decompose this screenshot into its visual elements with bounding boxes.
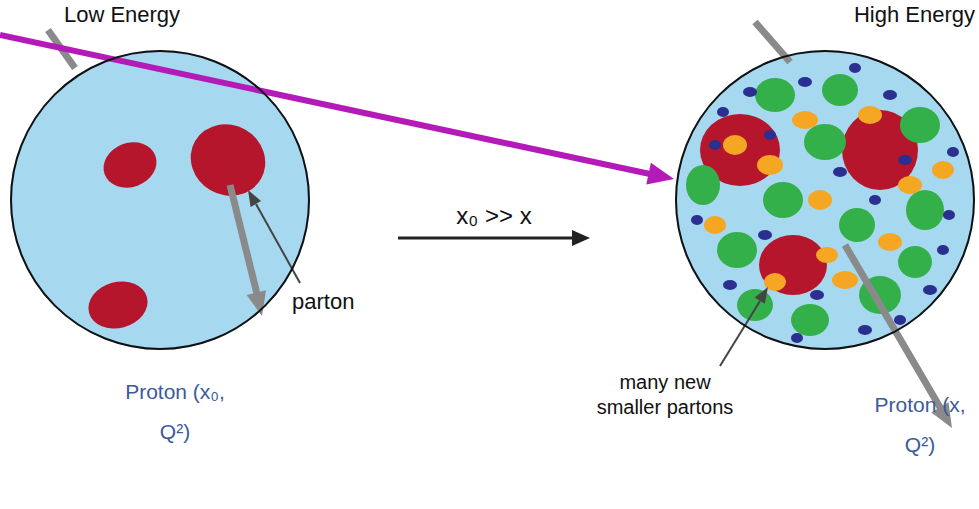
proton-outline bbox=[675, 50, 975, 350]
small-parton-cloud-part bbox=[804, 124, 846, 160]
small-parton-cloud-part bbox=[858, 106, 882, 124]
energy-heading: Low Energy bbox=[64, 2, 180, 28]
small-parton-cloud-part bbox=[883, 90, 897, 100]
small-parton-cloud-part bbox=[943, 210, 955, 220]
highlight-arrow-part bbox=[646, 163, 674, 185]
small-parton-cloud-part bbox=[757, 155, 783, 175]
small-parton-cloud-part bbox=[849, 63, 861, 73]
parton-blob-part bbox=[178, 111, 279, 210]
small-parton-cloud-part bbox=[810, 290, 824, 300]
small-parton-cloud bbox=[686, 63, 959, 428]
small-parton-cloud-part bbox=[937, 245, 949, 255]
small-parton-cloud-part bbox=[763, 182, 803, 218]
small-parton-cloud-part bbox=[898, 155, 912, 165]
small-parton-cloud-part bbox=[791, 304, 829, 336]
scattered-probe bbox=[230, 185, 266, 316]
leader-arrow-part bbox=[248, 190, 261, 207]
arrow-line bbox=[398, 237, 576, 240]
small-parton-cloud-part bbox=[845, 245, 941, 409]
small-parton-cloud-part bbox=[947, 147, 959, 157]
small-parton-cloud-part bbox=[717, 232, 757, 268]
small-parton-cloud-part bbox=[869, 195, 881, 205]
edge-label: x₀ >> x bbox=[456, 202, 531, 230]
parton-label: parton bbox=[292, 289, 354, 315]
small-parton-cloud-part bbox=[758, 230, 772, 240]
small-parton-cloud-part bbox=[898, 246, 932, 278]
proton-label: Proton (x₀, Q²) bbox=[120, 372, 230, 452]
parton-label: many new smaller partons bbox=[593, 370, 738, 420]
highlight-arrow-part bbox=[0, 35, 650, 174]
leader-arrow-part bbox=[256, 204, 300, 283]
small-parton-cloud-part bbox=[723, 280, 737, 290]
small-parton-cloud-part bbox=[822, 74, 858, 106]
proton-outline bbox=[10, 50, 310, 350]
proton-circle: High EnergyProton (x, Q²) bbox=[675, 50, 975, 350]
small-parton-cloud-part bbox=[798, 77, 812, 87]
small-parton-cloud-part bbox=[816, 247, 838, 263]
proton-disk-part bbox=[675, 50, 975, 350]
arrow-head bbox=[572, 230, 590, 246]
small-parton-cloud-part bbox=[923, 285, 937, 295]
small-parton-cloud-part bbox=[832, 271, 858, 289]
small-parton-cloud-part bbox=[764, 130, 776, 140]
proton-disk-part bbox=[10, 50, 310, 350]
small-parton-cloud-part bbox=[932, 161, 954, 179]
small-parton-cloud-part bbox=[723, 135, 747, 155]
proton-outline bbox=[676, 51, 974, 349]
small-parton-cloud-part bbox=[704, 216, 726, 234]
leader-arrow bbox=[248, 190, 768, 366]
leader-arrow-part bbox=[755, 287, 768, 304]
small-parton-cloud-part bbox=[709, 140, 721, 150]
proton-outline bbox=[11, 51, 309, 349]
scattered-probe-part bbox=[247, 290, 266, 316]
small-parton-cloud-part bbox=[737, 289, 773, 321]
small-parton-cloud-part bbox=[894, 315, 906, 325]
highlight-arrow bbox=[0, 35, 674, 184]
proton-circle: Low EnergyProton (x₀, Q²) bbox=[10, 50, 310, 350]
small-parton-cloud-part bbox=[906, 190, 944, 230]
parton-blob-part bbox=[97, 135, 163, 195]
small-parton-cloud-part bbox=[691, 215, 703, 225]
small-parton-cloud-part bbox=[792, 111, 818, 129]
proton-label: Proton (x, Q²) bbox=[865, 385, 975, 465]
incoming-probe bbox=[48, 22, 790, 68]
small-parton-cloud-part bbox=[743, 87, 757, 97]
transition-arrow bbox=[398, 230, 590, 246]
small-parton-cloud-part bbox=[808, 190, 832, 210]
small-parton-cloud-part bbox=[898, 176, 922, 194]
small-parton-cloud-part bbox=[900, 107, 940, 143]
small-parton-cloud-part bbox=[839, 208, 875, 242]
parton-blob bbox=[83, 111, 278, 335]
small-parton-cloud-part bbox=[858, 325, 872, 335]
small-parton-cloud-part bbox=[717, 107, 729, 117]
small-parton-cloud-part bbox=[878, 233, 902, 251]
small-parton-cloud-part bbox=[759, 235, 827, 295]
small-parton-cloud-part bbox=[791, 333, 803, 343]
small-parton-cloud-part bbox=[686, 165, 720, 205]
energy-heading: High Energy bbox=[854, 2, 975, 28]
proton-disk bbox=[10, 50, 975, 350]
parton-blob-part bbox=[83, 275, 153, 335]
small-parton-cloud-part bbox=[833, 167, 847, 177]
small-parton-cloud-part bbox=[755, 78, 795, 112]
